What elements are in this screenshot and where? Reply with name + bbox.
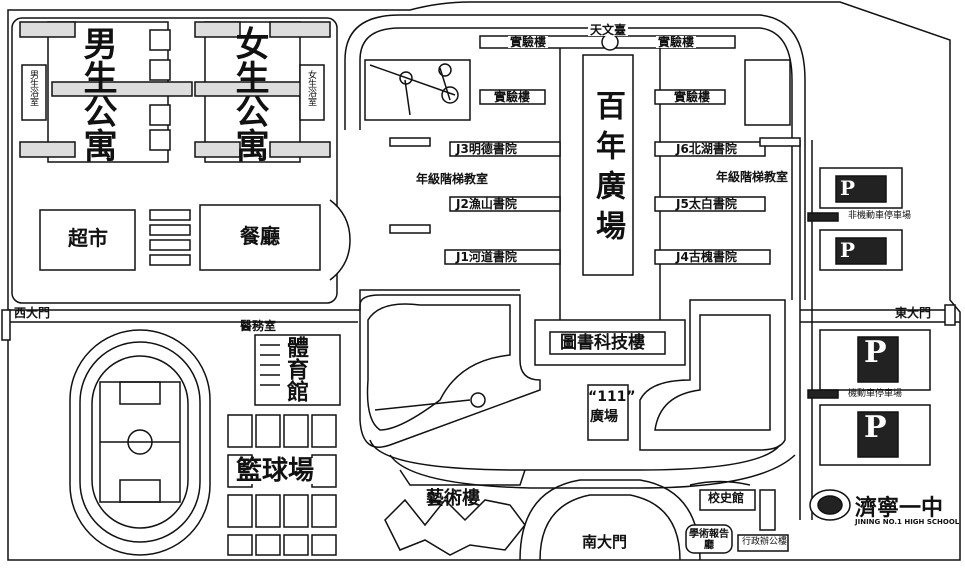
grade-ladder-left-label: 年級階梯教室 [416, 172, 489, 186]
parking-icon [807, 167, 931, 466]
motor-parking-label: 機動車停車場 [848, 389, 903, 399]
lecture-hall-label: 學術報告廳 [689, 529, 729, 551]
female-dormitory [194, 21, 331, 163]
history-hall-label: 校史館 [708, 491, 745, 505]
bike-parking-label: 非機動車停車場 [848, 211, 912, 221]
admin-building-label: 行政辦公樓 [742, 537, 788, 547]
j2-label: J2漁山書院 [456, 197, 517, 211]
parking-p-2: P [840, 238, 856, 262]
school-logo-en: JINING NO.1 HIGH SCHOOL [855, 518, 960, 526]
gym-label: 體育館 [283, 336, 309, 402]
lab-top-right-label: 實驗樓 [656, 35, 697, 49]
canteen-building [199, 204, 321, 271]
basketball-label: 籃球場 [236, 456, 315, 486]
square-111-label: 廣場 [590, 409, 618, 425]
female-bath-label: 女生浴室 [306, 70, 316, 106]
j5-label: J5太白書院 [676, 197, 737, 211]
grade-ladder-right-label: 年級階梯教室 [716, 170, 789, 184]
library-label: 圖書科技樓 [560, 333, 645, 353]
male-bath-label: 男生浴室 [28, 70, 38, 106]
female-dorm-label: 女生公寓 [229, 26, 269, 162]
male-dorm-label: 男生公寓 [77, 26, 117, 162]
j6-label: J6北湖書院 [676, 142, 737, 156]
male-dormitory [19, 21, 193, 163]
j3-label: J3明德書院 [456, 142, 517, 156]
lab-mid-left-label: 實驗樓 [492, 90, 533, 104]
j1-label: J1河道書院 [456, 250, 517, 264]
canteen-label: 餐廳 [240, 224, 280, 248]
athletics-track [69, 329, 211, 556]
south-gate-label: 南大門 [582, 533, 628, 551]
school-logo-icon [809, 489, 851, 521]
centennial-square-label: 百年廣場 [590, 90, 625, 250]
supermarket-building [39, 209, 136, 271]
parking-p-1: P [840, 176, 856, 200]
east-gate-label: 東大門 [895, 306, 932, 320]
clinic-label: 醫務室 [240, 319, 277, 333]
west-gate-label: 西大門 [14, 306, 51, 320]
parking-p-4: P [864, 410, 887, 445]
square-111-number-label: “111” [588, 389, 636, 405]
supermarket-label: 超市 [68, 226, 108, 250]
school-logo-name: 濟寧一中 [855, 495, 944, 521]
art-building-label: 藝術樓 [426, 488, 480, 509]
lab-mid-right-label: 實驗樓 [672, 90, 713, 104]
observatory-label: 天文臺 [588, 23, 629, 37]
parking-p-3: P [864, 335, 887, 370]
lab-top-left-label: 實驗樓 [508, 35, 549, 49]
j4-label: J4古槐書院 [676, 250, 737, 264]
